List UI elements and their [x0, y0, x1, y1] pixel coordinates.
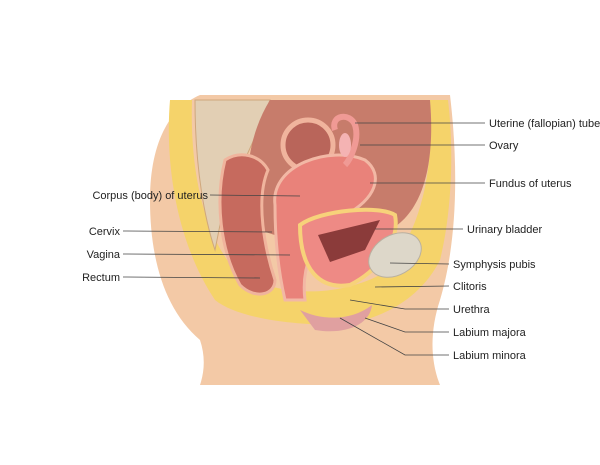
vagina-leader	[122, 253, 291, 256]
label-clitoris: Clitoris	[453, 281, 487, 293]
bladder-lumen	[318, 220, 380, 262]
label-urethra: Urethra	[453, 304, 491, 316]
fallopian-tube-shape	[331, 113, 360, 168]
labium-minora-leader	[339, 317, 449, 356]
label-cervix: Cervix	[89, 226, 121, 238]
label-bladder: Urinary bladder	[467, 224, 543, 236]
cervix-leader	[122, 230, 273, 233]
labium-majora-leader	[364, 317, 449, 333]
corpus-leader	[209, 194, 301, 197]
symphysis-shape	[368, 232, 422, 278]
label-ovary: Ovary	[489, 140, 519, 152]
ovary-shape	[339, 133, 351, 157]
label-rectum: Rectum	[82, 272, 120, 284]
label-labium-minora: Labium minora	[453, 350, 527, 362]
urethra-leader	[349, 299, 449, 310]
label-tube: Uterine (fallopian) tube	[489, 118, 600, 130]
label-fundus: Fundus of uterus	[489, 178, 572, 190]
rectum-shape	[218, 153, 277, 296]
label-symphysis: Symphysis pubis	[453, 259, 536, 271]
label-vagina: Vagina	[87, 249, 121, 261]
symphysis-leader	[389, 262, 450, 265]
label-corpus: Corpus (body) of uterus	[92, 190, 208, 202]
vulva-shape	[300, 305, 372, 332]
clitoris-leader	[374, 285, 450, 288]
rectum-leader	[122, 276, 261, 279]
label-labium-majora: Labium majora	[453, 327, 527, 339]
